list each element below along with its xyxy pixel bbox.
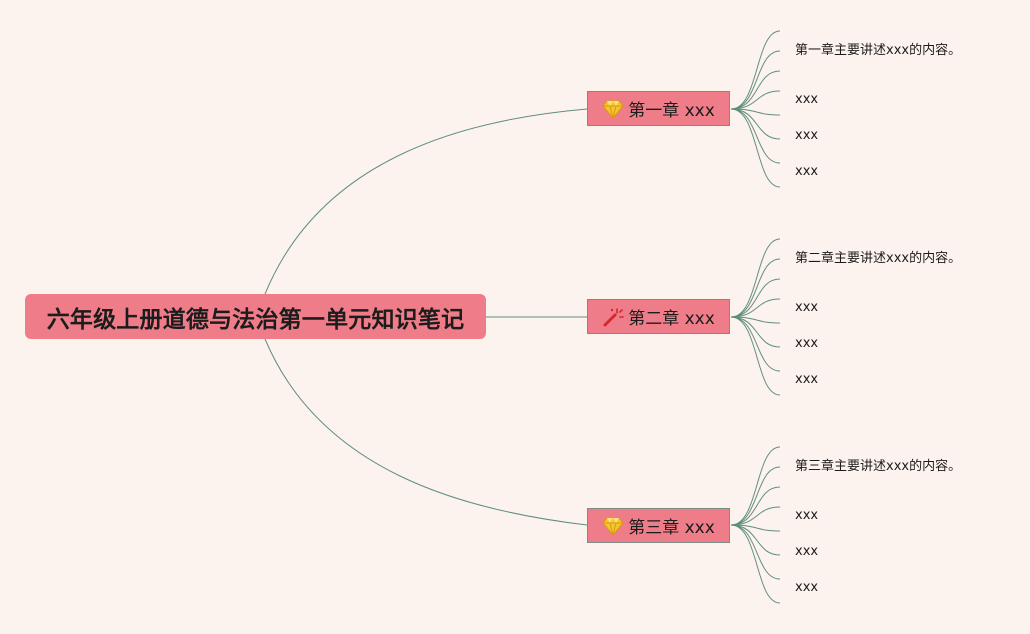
chapter-2-item-4[interactable]: xxx <box>795 372 819 387</box>
chapter-3-leaf-link-1 <box>730 446 781 526</box>
chapter-2-leaf-link-1 <box>730 238 781 318</box>
gem-icon <box>602 99 624 119</box>
chapter-2-leaf-link-4 <box>730 298 781 318</box>
chapter-2-leaf-link-8 <box>730 316 781 396</box>
chapter-node-3[interactable]: 第三章 xxx <box>587 508 730 543</box>
chapter-1-item-2[interactable]: xxx <box>795 92 819 107</box>
chapter-3-leaf-link-6 <box>730 524 781 556</box>
root-to-chapter-3-link <box>264 338 588 526</box>
chapter-1-leaf-link-3 <box>730 70 781 110</box>
chapter-1-leaf-link-4 <box>730 90 781 110</box>
magic-wand-icon <box>602 307 625 327</box>
chapter-3-leaf-link-8 <box>730 524 781 604</box>
chapter-2-item-2[interactable]: xxx <box>795 300 819 315</box>
chapter-1-item-1[interactable]: 第一章主要讲述xxx的内容。 <box>795 43 962 58</box>
chapter-1-leaf-link-1 <box>730 30 781 110</box>
chapter-2-item-3[interactable]: xxx <box>795 336 819 351</box>
chapter-1-leaf-link-7 <box>730 108 781 164</box>
chapter-3-leaf-link-2 <box>730 466 781 526</box>
chapter-3-label: 第三章 xxx <box>628 518 715 538</box>
root-to-chapter-1-link <box>264 108 588 295</box>
chapter-2-label: 第二章 xxx <box>628 309 715 329</box>
chapter-1-item-3[interactable]: xxx <box>795 128 819 143</box>
chapter-3-item-1[interactable]: 第三章主要讲述xxx的内容。 <box>795 459 962 474</box>
chapter-3-leaf-link-4 <box>730 506 781 526</box>
chapter-3-leaf-link-3 <box>730 486 781 526</box>
chapter-3-leaf-link-7 <box>730 524 781 580</box>
chapter-1-item-4[interactable]: xxx <box>795 164 819 179</box>
chapter-node-2[interactable]: 第二章 xxx <box>587 299 730 334</box>
chapter-3-item-2[interactable]: xxx <box>795 508 819 523</box>
chapter-3-item-4[interactable]: xxx <box>795 580 819 595</box>
root-node[interactable]: 六年级上册道德与法治第一单元知识笔记 <box>25 294 486 339</box>
chapter-node-1[interactable]: 第一章 xxx <box>587 91 730 126</box>
chapter-1-leaf-link-2 <box>730 50 781 110</box>
chapter-2-leaf-link-3 <box>730 278 781 318</box>
chapter-1-leaf-link-8 <box>730 108 781 188</box>
chapter-1-label: 第一章 xxx <box>628 101 715 121</box>
chapter-2-leaf-link-7 <box>730 316 781 372</box>
chapter-1-leaf-link-6 <box>730 108 781 140</box>
chapter-2-leaf-link-6 <box>730 316 781 348</box>
root-title: 六年级上册道德与法治第一单元知识笔记 <box>46 306 465 333</box>
gem-icon <box>602 516 624 536</box>
chapter-3-item-3[interactable]: xxx <box>795 544 819 559</box>
chapter-2-leaf-link-2 <box>730 258 781 318</box>
chapter-2-item-1[interactable]: 第二章主要讲述xxx的内容。 <box>795 251 962 266</box>
